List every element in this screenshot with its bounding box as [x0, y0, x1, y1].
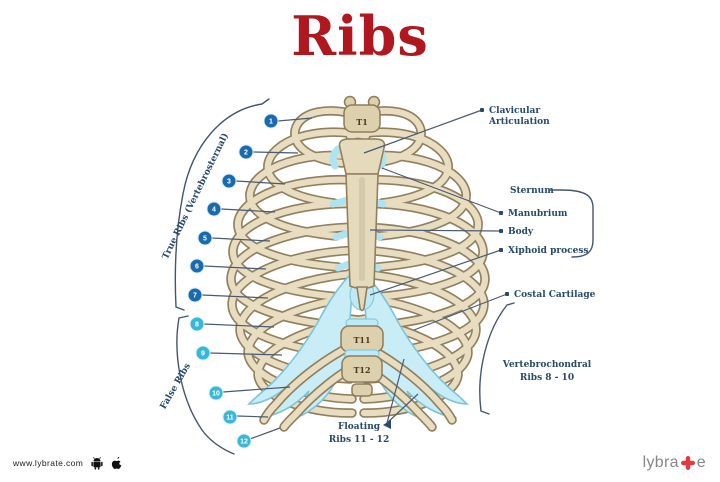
svg-text:6: 6 [195, 264, 199, 271]
svg-text:3: 3 [227, 179, 231, 186]
body-label: Body [508, 227, 534, 237]
vertebrochondral-label-1: Vertebrochondral [502, 360, 592, 370]
svg-text:12: 12 [240, 439, 248, 446]
rib-marker-1: 1 [263, 113, 313, 129]
sternum-shape [338, 138, 386, 312]
vertebrae: T1 T11 T12 [340, 95, 384, 397]
rib-marker-12: 12 [236, 427, 281, 449]
rib-marker-10: 10 [208, 385, 291, 401]
rib-marker-11: 11 [222, 409, 269, 425]
svg-text:4: 4 [212, 207, 216, 214]
svg-text:5: 5 [203, 236, 207, 243]
logo-text-prefix: lybra [642, 454, 679, 471]
xiphoid-process-label: Xiphoid process [508, 246, 588, 256]
page-title: Ribs [291, 4, 429, 68]
rib-marker-5: 5 [197, 230, 271, 246]
sternum-label: Sternum [510, 186, 554, 196]
svg-text:10: 10 [212, 391, 220, 398]
rib-marker-7: 7 [187, 287, 269, 303]
apple-icon [111, 456, 123, 470]
true-ribs-label: True Ribs (Vertebrosternal) [160, 131, 231, 261]
floating-ribs-label-2: Ribs 11 - 12 [329, 435, 389, 445]
lybrate-logo: lybra e [643, 454, 706, 472]
costal-cartilage-label: Costal Cartilage [514, 290, 596, 300]
floating-ribs-label-1: Floating [338, 422, 381, 432]
svg-text:9: 9 [201, 351, 205, 358]
t12-label: T12 [353, 365, 370, 375]
rib-marker-8: 8 [189, 316, 275, 332]
clavicular-articulation-label-1: Clavicular [489, 106, 540, 116]
svg-text:1: 1 [269, 119, 273, 126]
svg-text:2: 2 [244, 150, 248, 157]
android-icon [91, 456, 103, 470]
lybrate-cross-icon [680, 456, 695, 470]
footer-left: www.lybrate.com [13, 456, 123, 470]
logo-text-suffix: e [696, 454, 706, 471]
rib-marker-4: 4 [206, 201, 276, 217]
svg-text:11: 11 [226, 415, 234, 422]
clavicular-articulation-label-2: Articulation [488, 117, 550, 127]
vertebrochondral-label-2: Ribs 8 - 10 [520, 373, 574, 383]
right-annotations: Clavicular Articulation Sternum Manubriu… [329, 106, 596, 445]
t1-label: T1 [356, 117, 368, 127]
rib-marker-6: 6 [189, 258, 267, 274]
rib-markers: 1 2 3 4 5 6 7 8 9 10 11 12 [187, 113, 313, 449]
svg-text:8: 8 [195, 322, 199, 329]
rib-marker-2: 2 [238, 144, 299, 160]
rib-marker-3: 3 [221, 173, 286, 189]
t11-label: T11 [353, 335, 370, 345]
rib-marker-9: 9 [195, 345, 283, 361]
svg-text:7: 7 [193, 293, 197, 300]
website-url: www.lybrate.com [13, 458, 84, 468]
manubrium-label: Manubrium [508, 209, 568, 219]
